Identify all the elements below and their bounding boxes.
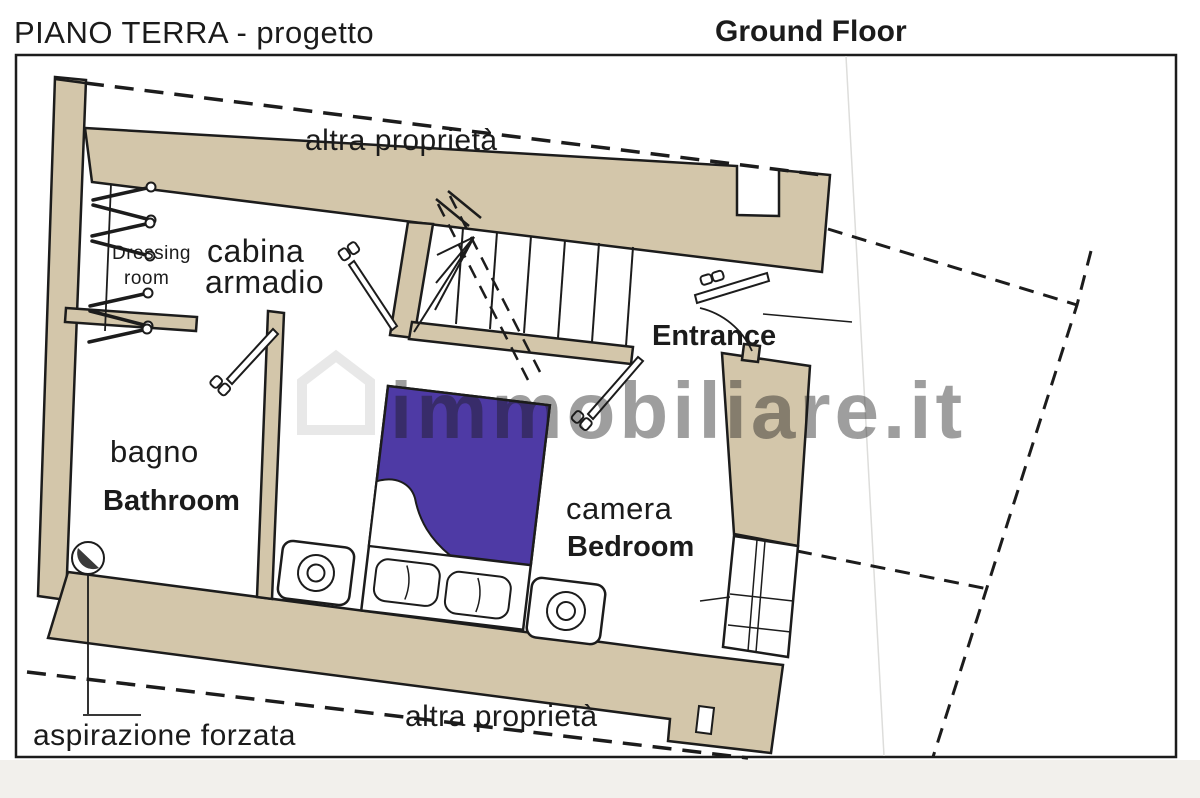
label-other-property-top: altra proprietà (305, 124, 498, 157)
door-handle-icon (570, 410, 593, 432)
stair-cut-line-1 (448, 195, 542, 373)
bed (359, 384, 552, 632)
label-closet-it-line1: cabina (207, 233, 304, 269)
label-dressing-room-line1: Dressing (112, 243, 191, 264)
plan-title: PIANO TERRA - progetto (14, 15, 374, 50)
hanger-rail-icon (87, 181, 157, 344)
floor-label-en: Ground Floor (715, 15, 907, 48)
wall-divider-bath-bedroom (255, 309, 286, 601)
property-boundary-lines (26, 77, 1093, 760)
dashed-boundary-right (931, 250, 1093, 758)
door-bathroom (209, 327, 280, 397)
label-bathroom-it: bagno (110, 434, 199, 469)
window-bedroom (699, 534, 800, 659)
nightstand-right (525, 576, 607, 646)
dashed-boundary-top (84, 81, 831, 178)
label-bedroom-it: camera (566, 491, 673, 526)
wall-notch (694, 704, 716, 736)
stair-cut-line-2 (436, 203, 530, 381)
doors (209, 241, 771, 432)
door-entrance (693, 269, 771, 352)
scan-fold-line (845, 55, 885, 757)
page-bottom-strip (0, 760, 1200, 798)
watermark-text: immobiliare.it (390, 366, 966, 455)
dashed-boundary-right-upper (827, 227, 1078, 307)
bed-fold (367, 478, 454, 557)
door-handle-icon (699, 269, 725, 286)
door-handle-icon (337, 241, 361, 262)
label-closet-it-line2: armadio (205, 264, 324, 300)
wall-bottom (46, 570, 785, 755)
watermark-house-icon (297, 349, 375, 435)
door-closet (337, 241, 399, 332)
door-bedroom (570, 355, 645, 432)
label-bedroom-en: Bedroom (567, 531, 694, 563)
label-bathroom-en: Bathroom (103, 485, 240, 517)
bed-pillows (372, 558, 512, 620)
label-forced-ventilation: aspirazione forzata (33, 719, 296, 752)
watermark: immobiliare.it (297, 349, 966, 455)
label-dressing-room-line2: room (124, 268, 169, 289)
walls (36, 75, 832, 755)
label-entrance: Entrance (652, 320, 776, 352)
door-swing-arc (699, 307, 753, 352)
staircase (413, 190, 634, 381)
nightstand-left (276, 539, 356, 607)
wall-entrance-stop (740, 342, 762, 364)
door-handle-icon (209, 375, 232, 397)
entrance-threshold-line (762, 313, 853, 323)
label-other-property-bottom: altra proprietà (405, 700, 598, 733)
ventilation-symbol-icon (71, 541, 141, 716)
dashed-boundary-bottom (26, 670, 749, 760)
dashed-boundary-connector (796, 549, 989, 591)
